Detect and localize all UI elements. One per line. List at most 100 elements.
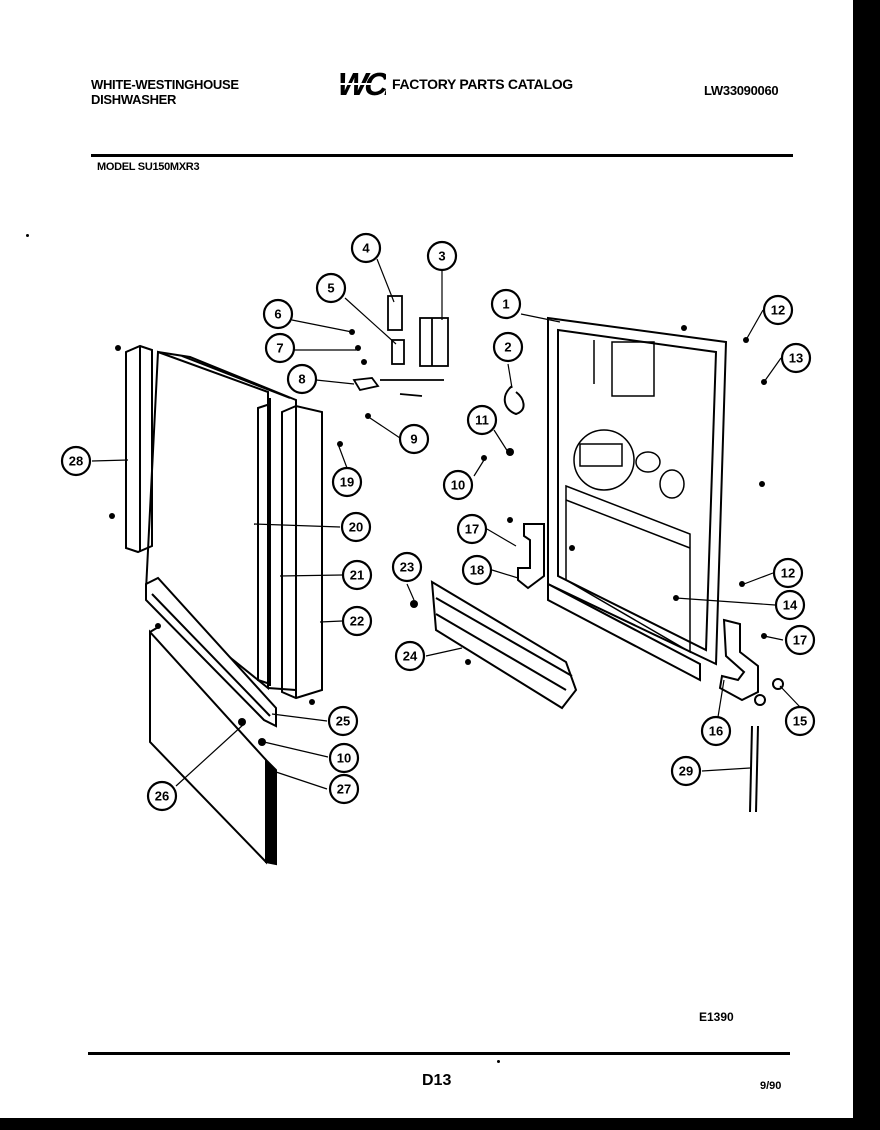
- callout-5: 5: [315, 272, 347, 304]
- callout-12-lower: 12: [772, 557, 804, 589]
- callout-23: 23: [391, 551, 423, 583]
- svg-text:29: 29: [679, 764, 693, 779]
- catalog-title: FACTORY PARTS CATALOG: [392, 76, 573, 92]
- callout-28: 28: [60, 445, 92, 477]
- product-type: DISHWASHER: [91, 92, 177, 107]
- svg-text:5: 5: [327, 281, 334, 296]
- callout-21: 21: [341, 559, 373, 591]
- door-bottom-rail-25: [145, 576, 277, 728]
- callout-17-right: 17: [784, 624, 816, 656]
- svg-text:14: 14: [783, 598, 798, 613]
- spring-2: [503, 385, 525, 416]
- small-screws-left: [109, 345, 343, 746]
- callout-7: 7: [264, 332, 296, 364]
- callout-27: 27: [328, 773, 360, 805]
- door-side-channel-21: [257, 402, 271, 686]
- catalog-number: LW33090060: [704, 83, 779, 98]
- svg-text:27: 27: [337, 782, 351, 797]
- callout-14: 14: [774, 589, 806, 621]
- scan-speck: [497, 1060, 500, 1063]
- svg-text:9: 9: [410, 432, 417, 447]
- callout-18: 18: [461, 554, 493, 586]
- callout-29: 29: [670, 755, 702, 787]
- callout-17-left: 17: [456, 513, 488, 545]
- svg-text:19: 19: [340, 475, 354, 490]
- liner-details: [565, 340, 691, 654]
- callout-13: 13: [780, 342, 812, 374]
- callout-25: 25: [327, 705, 359, 737]
- svg-text:16: 16: [709, 724, 723, 739]
- callout-6: 6: [262, 298, 294, 330]
- svg-text:3: 3: [438, 249, 445, 264]
- model-number: MODEL SU150MXR3: [97, 161, 200, 173]
- scan-edge-right: [853, 0, 880, 1130]
- svg-text:17: 17: [465, 522, 479, 537]
- scan-edge-bottom: [0, 1118, 880, 1130]
- callout-4: 4: [350, 232, 382, 264]
- leader-lines: [91, 258, 801, 790]
- liner-screws: [507, 325, 767, 639]
- inner-door-liner: [547, 316, 728, 666]
- callout-22: 22: [341, 605, 373, 637]
- callout-9: 9: [398, 423, 430, 455]
- callout-11: 11: [466, 404, 498, 436]
- footer-rule: [88, 1052, 790, 1055]
- callout-3: 3: [426, 240, 458, 272]
- brand-name: WHITE-WESTINGHOUSE: [91, 77, 239, 92]
- svg-text:10: 10: [337, 751, 351, 766]
- svg-text:18: 18: [470, 563, 484, 578]
- control-panel-trim-24: [430, 580, 578, 710]
- small-parts-center: [410, 600, 471, 665]
- callout-26: 26: [146, 780, 178, 812]
- callout-1: 1: [490, 288, 522, 320]
- callout-8: 8: [286, 363, 318, 395]
- door-side-trim-28: [125, 344, 153, 554]
- callout-2: 2: [492, 331, 524, 363]
- svg-text:7: 7: [276, 341, 283, 356]
- svg-text:13: 13: [789, 351, 803, 366]
- figure-code: E1390: [699, 1010, 734, 1024]
- scan-speck: [26, 234, 29, 237]
- wci-logo: WCI: [330, 67, 386, 101]
- svg-text:21: 21: [350, 568, 364, 583]
- svg-text:6: 6: [274, 307, 281, 322]
- door-side-trim-22: [281, 404, 323, 700]
- callout-24: 24: [394, 640, 426, 672]
- liner-bottom-edge: [547, 582, 701, 682]
- bracket-18: [517, 523, 545, 590]
- svg-text:10: 10: [451, 478, 465, 493]
- svg-text:15: 15: [793, 714, 807, 729]
- hinge-parts: [352, 295, 449, 397]
- svg-text:23: 23: [400, 560, 414, 575]
- catalog-header: WCI FACTORY PARTS CATALOG: [328, 67, 573, 101]
- svg-text:1: 1: [502, 297, 509, 312]
- svg-text:20: 20: [349, 520, 363, 535]
- door-cable-29: [749, 725, 759, 813]
- callout-20: 20: [340, 511, 372, 543]
- svg-text:28: 28: [69, 454, 83, 469]
- callout-10-lower: 10: [328, 742, 360, 774]
- svg-text:12: 12: [781, 566, 795, 581]
- hinge-arm-16: [718, 618, 784, 706]
- svg-text:17: 17: [793, 633, 807, 648]
- svg-text:26: 26: [155, 789, 169, 804]
- svg-text:2: 2: [504, 340, 511, 355]
- svg-text:12: 12: [771, 303, 785, 318]
- callout-10-upper: 10: [442, 469, 474, 501]
- callout-12-upper: 12: [762, 294, 794, 326]
- page-number: D13: [422, 1072, 452, 1089]
- header-rule: [91, 154, 793, 157]
- svg-text:22: 22: [350, 614, 364, 629]
- lower-kick-panel-27: [149, 625, 277, 866]
- callout-16: 16: [700, 715, 732, 747]
- svg-text:24: 24: [403, 649, 418, 664]
- brand-block: WHITE-WESTINGHOUSE DISHWASHER: [91, 77, 239, 107]
- revision-date: 9/90: [760, 1080, 782, 1092]
- svg-text:4: 4: [362, 241, 370, 256]
- svg-text:11: 11: [475, 413, 489, 428]
- callout-15: 15: [784, 705, 816, 737]
- svg-text:8: 8: [298, 372, 305, 387]
- svg-text:25: 25: [336, 714, 350, 729]
- callout-19: 19: [331, 466, 363, 498]
